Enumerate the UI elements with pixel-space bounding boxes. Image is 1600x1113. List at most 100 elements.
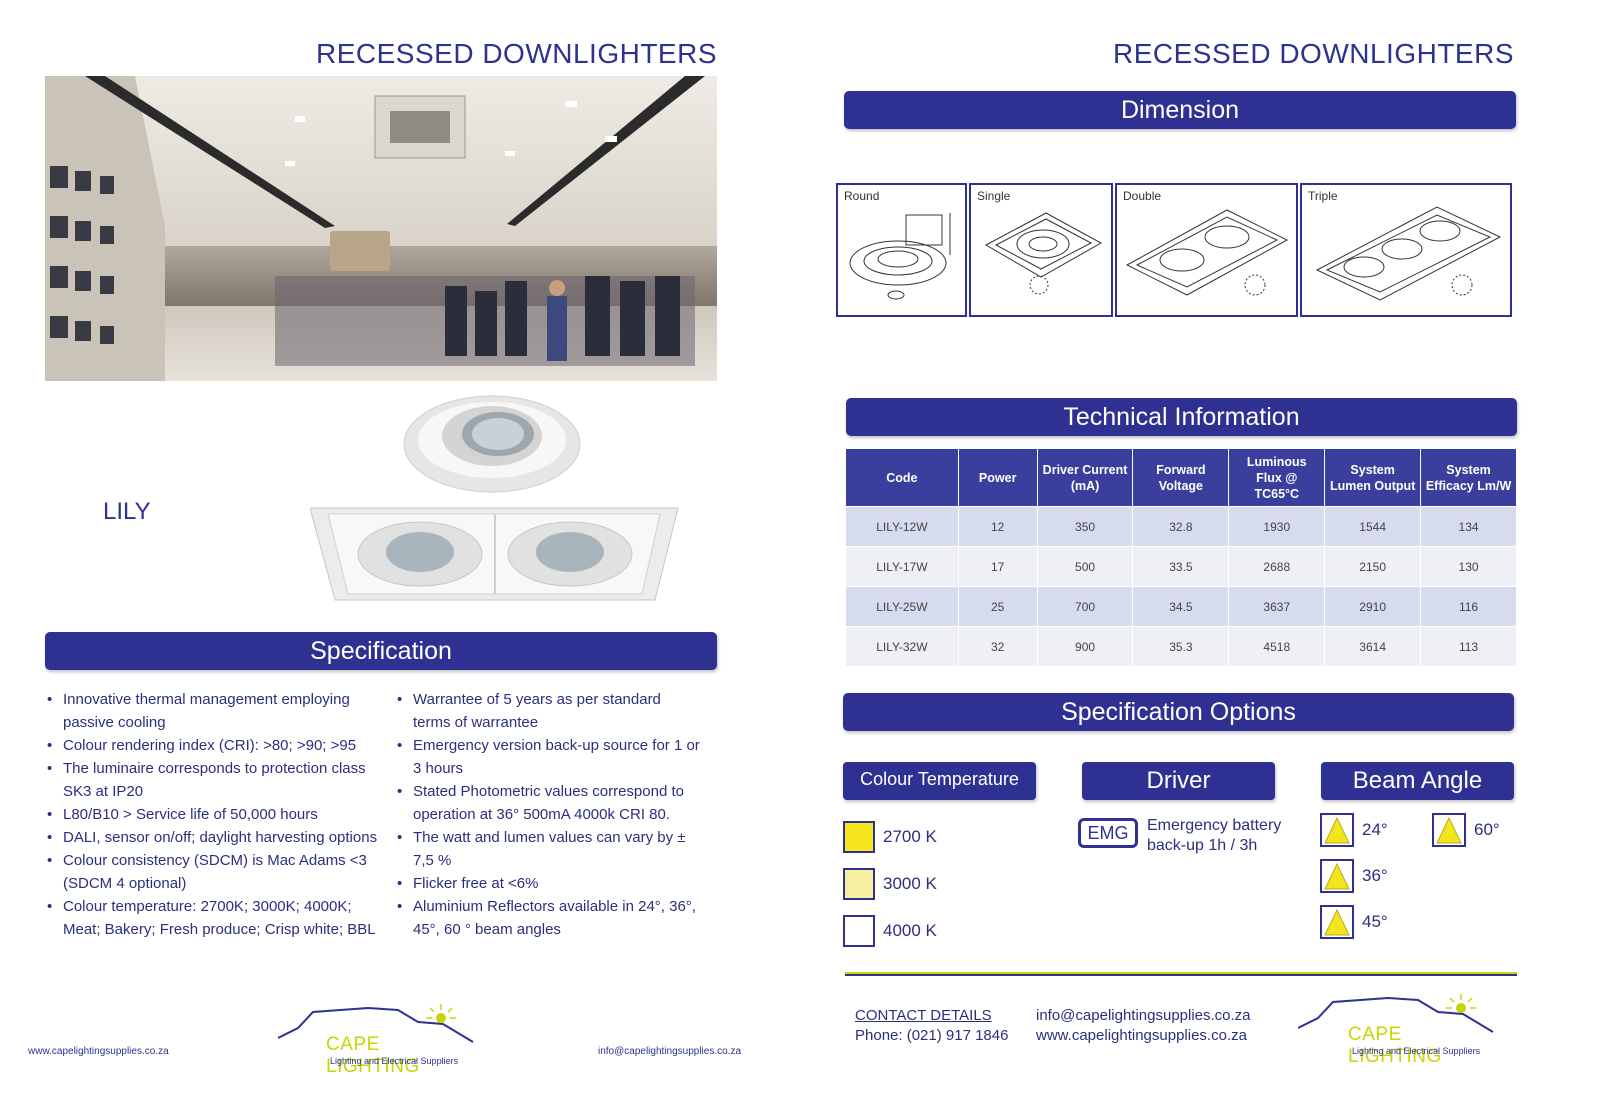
logo-name-left: CAPE LIGHTING [326,1034,420,1077]
beam-angle-option: 60° [1432,813,1500,847]
table-cell: 3614 [1324,626,1422,667]
table-cell: 35.3 [1132,626,1230,667]
dimension-bar: Dimension [844,91,1516,129]
single-dimension-drawing [984,212,1103,295]
triple-dimension-drawing [1315,206,1502,301]
beam-cone-icon [1320,859,1354,893]
table-header-cell: Power [957,448,1038,507]
specification-options-bar-label: Specification Options [1061,698,1296,726]
table-cell: 900 [1036,626,1134,667]
spec-item: Aluminium Reflectors available in 24°, 3… [395,895,700,941]
colour-temperature-option: 2700 K [843,813,1043,860]
contact-email[interactable]: info@capelightingsupplies.co.za [1036,1007,1251,1024]
beam-angle-label: 36° [1362,866,1388,885]
table-header-cell: Code [845,448,959,507]
beam-angle-bar: Beam Angle [1321,762,1514,800]
table-header-cell: Forward Voltage [1132,448,1230,507]
specification-bar: Specification [45,632,717,670]
right-page-title: RECESSED DOWNLIGHTERS [1113,38,1514,69]
colour-temperature-label: 4000 K [883,920,937,940]
spec-item: Emergency version back-up source for 1 o… [395,734,700,780]
emg-badge: EMG [1078,818,1138,848]
colour-temperature-label: 3000 K [883,873,937,893]
table-cell: 2688 [1228,546,1326,587]
driver-text-line2: back-up 1h / 3h [1147,837,1258,854]
driver-text-line1: Emergency battery [1147,817,1282,834]
driver-description: Emergency battery back-up 1h / 3h [1147,816,1281,856]
spec-item: Flicker free at <6% [395,872,700,895]
spec-item: Colour rendering index (CRI): >80; >90; … [45,734,380,757]
table-cell: 4518 [1228,626,1326,667]
spec-item: The watt and lumen values can vary by ± … [395,826,700,872]
contact-block: CONTACT DETAILS Phone: (021) 917 1846 [855,1006,1008,1046]
table-cell: 1930 [1228,506,1326,547]
emg-badge-label: EMG [1087,823,1129,843]
store-interior-photo [45,76,717,381]
spec-item: Colour temperature: 2700K; 3000K; 4000K;… [45,895,380,941]
dimension-double: Double [1115,183,1298,317]
beam-angle-label: 45° [1362,912,1388,931]
logo-tagline-right: Lighting and Electrical Suppliers [1352,1046,1481,1056]
left-page-title: RECESSED DOWNLIGHTERS [316,38,717,69]
table-cell: 2150 [1324,546,1422,587]
colour-temperature-option: 3000 K [843,860,1043,907]
table-cell: 3637 [1228,586,1326,627]
dimension-label-triple: Triple [1308,189,1338,203]
logo-tagline-left: Lighting and Electrical Suppliers [330,1056,459,1066]
table-cell: 130 [1420,546,1517,587]
table-cell: 25 [957,586,1038,627]
table-cell: 500 [1036,546,1134,587]
double-downlight-image [310,507,679,601]
store-interior-illustration [45,76,717,381]
mountain-logo-icon [277,1004,474,1043]
table-cell: 116 [1420,586,1517,627]
table-cell: 1544 [1324,506,1422,547]
table-cell: 700 [1036,586,1134,627]
specification-options-bar: Specification Options [843,693,1514,731]
colour-temperature-bar: Colour Temperature [843,762,1036,800]
spec-item: L80/B10 > Service life of 50,000 hours [45,803,380,826]
mountain-logo-icon [1297,994,1494,1033]
spec-item: Warrantee of 5 years as per standard ter… [395,688,700,734]
table-cell: LILY-25W [845,586,959,627]
table-cell: 33.5 [1132,546,1230,587]
beam-angle-option: 36° [1320,859,1388,893]
contact-links: info@capelightingsupplies.co.za www.cape… [1036,1006,1251,1046]
footer-divider [845,972,1517,976]
spec-list-right: Warrantee of 5 years as per standard ter… [395,688,700,941]
contact-website[interactable]: www.capelightingsupplies.co.za [1036,1027,1247,1044]
dimension-label-double: Double [1123,189,1162,203]
driver-title: Driver [1146,767,1211,794]
footer-email[interactable]: info@capelightingsupplies.co.za [598,1046,742,1057]
footer-website[interactable]: www.capelightingsupplies.co.za [28,1046,169,1057]
contact-heading: CONTACT DETAILS [855,1007,992,1024]
colour-swatch [843,820,875,853]
beam-cone-icon [1320,905,1354,939]
round-dimension-drawing [849,213,951,300]
beam-angle-title: Beam Angle [1352,767,1483,794]
contact-phone[interactable]: Phone: (021) 917 1846 [855,1027,1009,1044]
dimension-triple: Triple [1300,183,1512,317]
colour-temperature-option: 4000 K [843,907,1043,954]
spec-item: The luminaire corresponds to protection … [45,757,380,803]
colour-swatch [843,867,875,900]
table-header-cell: Luminous Flux @ TC65°C [1228,448,1326,507]
table-header-cell: Driver Current (mA) [1036,448,1134,507]
beam-angle-grid: 24°36°45°60° [1320,813,1515,953]
driver-bar: Driver [1082,762,1275,800]
beam-cone-icon [1432,813,1466,847]
dimension-bar-label: Dimension [1120,96,1240,124]
table-cell: 32 [957,626,1038,667]
product-name: LILY [103,498,151,525]
spec-item: DALI, sensor on/off; daylight harvesting… [45,826,380,849]
table-cell: 17 [957,546,1038,587]
spec-item: Innovative thermal management employing … [45,688,380,734]
colour-temperature-label: 2700 K [883,826,937,846]
table-cell: LILY-12W [845,506,959,547]
spec-list-left: Innovative thermal management employing … [45,688,380,941]
